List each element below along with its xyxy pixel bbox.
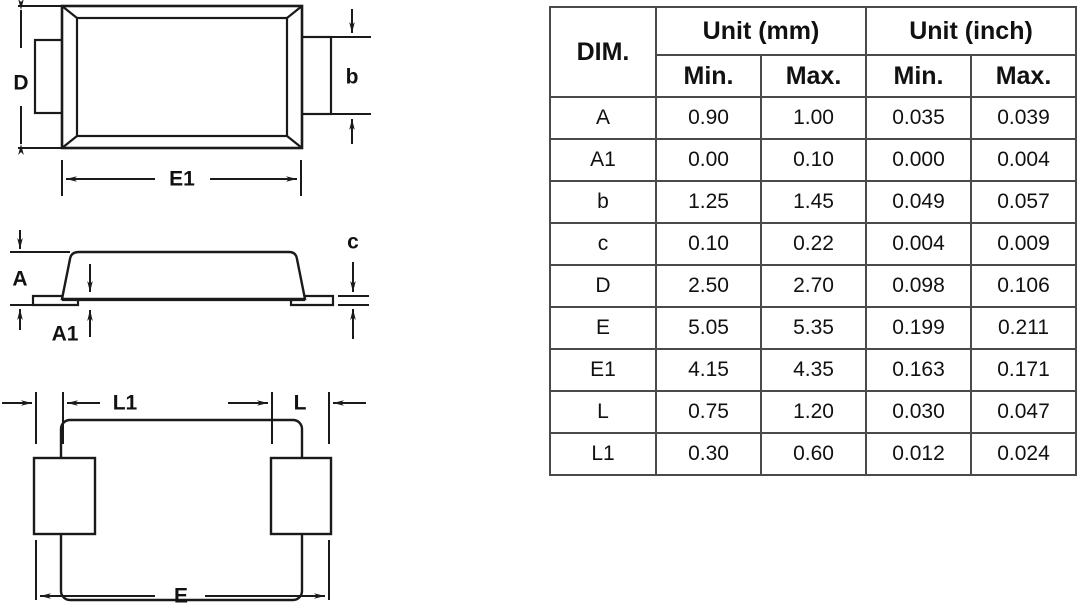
dim-A-label: A: [12, 268, 27, 291]
dim-c: c: [338, 231, 369, 339]
top-view-group: D b E1: [13, 0, 371, 196]
table-cell-in-max: 0.004: [970, 138, 1077, 182]
table-cell-mm-max: 2.70: [760, 264, 867, 308]
bottom-view-body-outline: [59, 418, 304, 602]
table-cell-in-max: 0.057: [970, 180, 1077, 224]
table-cell-mm-min: 0.10: [655, 222, 762, 266]
table-cell-mm-max: 1.00: [760, 96, 867, 140]
dim-b-label: b: [346, 66, 359, 89]
table-cell-in-min: 0.012: [865, 432, 972, 476]
dim-A: A: [10, 230, 70, 330]
header-unit-mm: Unit (mm): [655, 6, 867, 56]
table-cell-mm-min: 2.50: [655, 264, 762, 308]
dim-L1-label: L1: [113, 392, 138, 415]
table-cell-mm-max: 0.22: [760, 222, 867, 266]
dim-L-left-marker: [2, 392, 37, 444]
top-view-body-inner: [75, 16, 289, 138]
table-cell-mm-min: 0.00: [655, 138, 762, 182]
table-cell-in-min: 0.049: [865, 180, 972, 224]
top-view-chamfers: [61, 5, 303, 149]
header-unit-inch: Unit (inch): [865, 6, 1077, 56]
table-cell-dim: L1: [549, 432, 657, 476]
table-cell-mm-max: 0.10: [760, 138, 867, 182]
bottom-view-group: L1 L E: [2, 392, 366, 608]
table-header-row-minmax: Min. Max. Min. Max.: [550, 54, 1077, 98]
dim-D: D: [13, 0, 88, 155]
table-cell-mm-max: 4.35: [760, 348, 867, 392]
dim-E1: E1: [61, 160, 302, 196]
table-cell-mm-max: 1.45: [760, 180, 867, 224]
dim-A1: A1: [52, 264, 93, 346]
table-cell-dim: L: [549, 390, 657, 434]
bottom-view-left-pad: [32, 456, 97, 536]
table-cell-dim: c: [549, 222, 657, 266]
table-cell-in-max: 0.024: [970, 432, 1077, 476]
table-cell-in-min: 0.030: [865, 390, 972, 434]
table-cell-in-max: 0.211: [970, 306, 1077, 350]
drawings-panel: D b E1: [2, 0, 371, 608]
header-mm-min: Min.: [655, 54, 762, 98]
dim-E1-label: E1: [169, 168, 195, 191]
dim-A1-label: A1: [52, 323, 79, 346]
table-cell-mm-max: 0.60: [760, 432, 867, 476]
table-cell-dim: E1: [549, 348, 657, 392]
table-cell-in-min: 0.035: [865, 96, 972, 140]
table-cell-mm-min: 0.30: [655, 432, 762, 476]
table-cell-mm-min: 1.25: [655, 180, 762, 224]
top-view-right-lead: [298, 35, 333, 116]
dim-L1: L1: [62, 392, 273, 444]
table-cell-in-max: 0.106: [970, 264, 1077, 308]
table-cell-dim: A: [549, 96, 657, 140]
table-cell-in-min: 0.004: [865, 222, 972, 266]
table-cell-dim: D: [549, 264, 657, 308]
table-cell-in-min: 0.000: [865, 138, 972, 182]
side-view-group: A A1 c: [10, 230, 369, 346]
drawings-svg: D b E1: [2, 0, 371, 608]
table-cell-mm-max: 5.35: [760, 306, 867, 350]
dim-L-label: L: [294, 392, 307, 415]
dim-L: L: [294, 392, 366, 444]
table-cell-dim: b: [549, 180, 657, 224]
bottom-view-right-pad: [269, 456, 333, 536]
table-cell-mm-min: 5.05: [655, 306, 762, 350]
dim-c-label: c: [347, 231, 359, 254]
table-cell-mm-min: 4.15: [655, 348, 762, 392]
table-cell-in-min: 0.098: [865, 264, 972, 308]
top-view-left-lead: [33, 38, 66, 115]
side-view-body: [60, 250, 307, 301]
dim-E-label: E: [174, 585, 188, 608]
table-cell-mm-max: 1.20: [760, 390, 867, 434]
dim-b: b: [330, 9, 371, 144]
dimension-table: DIM. Unit (mm) Unit (inch) Min. Max. Min…: [549, 6, 1077, 476]
table-cell-dim: A1: [549, 138, 657, 182]
table-cell-in-min: 0.163: [865, 348, 972, 392]
table-cell-mm-min: 0.75: [655, 390, 762, 434]
table-cell-dim: E: [549, 306, 657, 350]
header-dim: DIM.: [549, 6, 657, 98]
header-inch-max: Max.: [970, 54, 1077, 98]
table-head: DIM. Unit (mm) Unit (inch) Min. Max. Min…: [549, 6, 1077, 98]
header-mm-max: Max.: [760, 54, 867, 98]
dim-E: E: [35, 540, 330, 608]
header-inch-min: Min.: [865, 54, 972, 98]
dimension-table-panel: DIM. Unit (mm) Unit (inch) Min. Max. Min…: [549, 6, 1077, 476]
table-header-row-units: DIM. Unit (mm) Unit (inch): [549, 6, 1077, 98]
dim-D-label: D: [13, 72, 28, 95]
table-cell-in-min: 0.199: [865, 306, 972, 350]
table-cell-in-max: 0.047: [970, 390, 1077, 434]
table-cell-in-max: 0.009: [970, 222, 1077, 266]
table-cell-in-max: 0.039: [970, 96, 1077, 140]
table-cell-mm-min: 0.90: [655, 96, 762, 140]
table-cell-in-max: 0.171: [970, 348, 1077, 392]
